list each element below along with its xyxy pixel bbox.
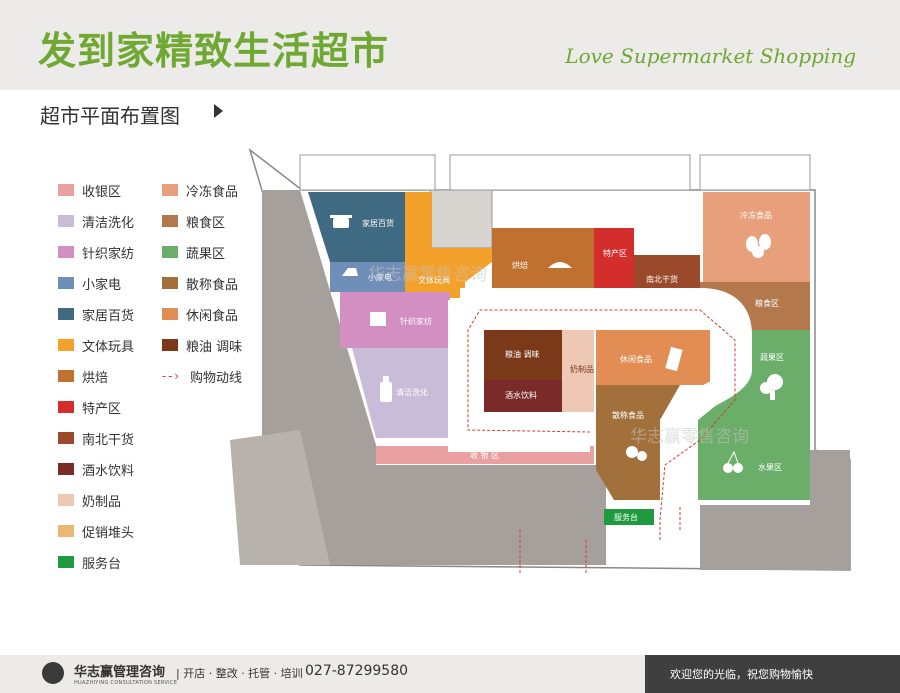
legend-label: 小家电 xyxy=(82,277,122,293)
welcome-text: 欢迎您的光临，祝您购物愉快 xyxy=(670,668,813,681)
legend-item-oil: 粮油 调味 xyxy=(162,335,242,355)
top-utility-right xyxy=(699,154,811,191)
slogan: Love Supermarket Shopping xyxy=(565,44,856,68)
legend-item-service: 服务台 xyxy=(58,552,121,572)
zone-frozen xyxy=(703,192,810,282)
legend-swatch xyxy=(58,525,74,537)
legend-swatch xyxy=(58,277,74,289)
service-list: | 开店 · 整改 · 托管 · 培训 xyxy=(176,667,303,680)
legend-item-grain: 粮食区 xyxy=(162,211,225,231)
legend-label: 针织家纺 xyxy=(82,246,135,262)
legend-swatch xyxy=(58,370,74,382)
zone-grain xyxy=(700,282,810,330)
zone-snacks xyxy=(596,330,710,385)
header-bar xyxy=(0,0,900,90)
legend-item-textile: 针织家纺 xyxy=(58,242,134,262)
legend-swatch xyxy=(58,432,74,444)
legend-swatch xyxy=(162,308,178,320)
top-utility-left xyxy=(299,154,436,191)
zone-stationery xyxy=(405,192,492,298)
legend-item-appliance: 小家电 xyxy=(58,273,121,293)
legend-item-dairy: 奶制品 xyxy=(58,490,121,510)
legend-label: 清洁洗化 xyxy=(82,215,135,231)
zone-beverage xyxy=(484,380,562,412)
zone-bakery xyxy=(492,228,594,298)
legend-label: 收银区 xyxy=(82,184,122,200)
zone-dried-goods xyxy=(634,255,730,298)
legend-label: 烘焙 xyxy=(82,370,109,386)
legend-swatch xyxy=(162,246,178,258)
legend-item-home-goods: 家居百货 xyxy=(58,304,134,324)
legend-item-checkout: 收银区 xyxy=(58,180,121,200)
company-name: 华志赢管理咨询 xyxy=(74,665,166,680)
company-logo xyxy=(42,662,64,684)
legend-label: 散称食品 xyxy=(186,277,239,293)
legend-swatch xyxy=(58,401,74,413)
zone-produce xyxy=(698,330,810,500)
zone-bulk xyxy=(596,385,680,500)
legend-swatch xyxy=(58,494,74,506)
legend-item-produce: 蔬果区 xyxy=(162,242,225,262)
legend-swatch xyxy=(162,339,178,351)
zone-service-desk xyxy=(604,509,654,525)
bottom-left-service xyxy=(376,465,606,565)
zone-textile xyxy=(340,292,450,348)
legend-item-frozen: 冷冻食品 xyxy=(162,180,238,200)
stairwell xyxy=(429,189,493,249)
legend-label: 服务台 xyxy=(82,556,122,572)
legend-item-bulk: 散称食品 xyxy=(162,273,238,293)
legend-item-route: - - › 购物动线 xyxy=(162,366,242,386)
legend-swatch xyxy=(58,308,74,320)
legend-label: 家居百货 xyxy=(82,308,135,324)
legend-item-promo: 促销堆头 xyxy=(58,521,134,541)
footer-welcome-panel xyxy=(645,655,900,693)
legend-label: 特产区 xyxy=(82,401,122,417)
left-annex xyxy=(230,430,330,565)
zone-specialty xyxy=(594,228,634,298)
legend-label: 休闲食品 xyxy=(186,308,239,324)
zone-small-appliance xyxy=(330,262,405,292)
company-name-en: HUAZHIYING CONSULTATION SERVICE xyxy=(74,680,178,686)
chevron-right-icon xyxy=(214,104,223,118)
legend-swatch xyxy=(162,215,178,227)
page-title: 发到家精致生活超市 xyxy=(38,29,390,73)
legend-swatch xyxy=(58,246,74,258)
zone-dairy xyxy=(562,330,594,412)
legend-label: 购物动线 xyxy=(190,370,243,386)
legend-item-snacks: 休闲食品 xyxy=(162,304,238,324)
right-service xyxy=(810,450,850,505)
zone-oil-seasoning xyxy=(484,330,562,380)
legend-swatch xyxy=(58,339,74,351)
legend-item-specialty: 特产区 xyxy=(58,397,121,417)
dashed-arrow-icon: - - › xyxy=(162,369,179,383)
legend-item-bakery: 烘焙 xyxy=(58,366,108,386)
legend-swatch xyxy=(58,215,74,227)
legend-label: 粮油 调味 xyxy=(186,339,243,355)
legend-label: 粮食区 xyxy=(186,215,226,231)
legend-swatch xyxy=(162,277,178,289)
legend-item-beverage: 酒水饮料 xyxy=(58,459,134,479)
top-utility-mid xyxy=(449,154,691,191)
bottom-right-service xyxy=(700,505,850,570)
phone-number[interactable]: 027-87299580 xyxy=(305,663,409,679)
legend-item-dried-goods: 南北干货 xyxy=(58,428,134,448)
zone-cleaning xyxy=(352,348,450,438)
legend-label: 蔬果区 xyxy=(186,246,226,262)
subtitle: 超市平面布置图 xyxy=(40,104,180,128)
legend-swatch xyxy=(58,463,74,475)
legend-item-cleaning: 清洁洗化 xyxy=(58,211,134,231)
legend-swatch xyxy=(58,184,74,196)
legend-label: 南北干货 xyxy=(82,432,135,448)
legend-label: 酒水饮料 xyxy=(82,463,135,479)
zone-checkout xyxy=(376,446,594,464)
legend-item-stationery: 文体玩具 xyxy=(58,335,134,355)
legend-label: 冷冻食品 xyxy=(186,184,239,200)
legend-swatch xyxy=(162,184,178,196)
legend-label: 文体玩具 xyxy=(82,339,135,355)
legend-swatch xyxy=(58,556,74,568)
legend-label: 促销堆头 xyxy=(82,525,135,541)
zone-home-goods xyxy=(308,192,405,262)
legend-label: 奶制品 xyxy=(82,494,122,510)
